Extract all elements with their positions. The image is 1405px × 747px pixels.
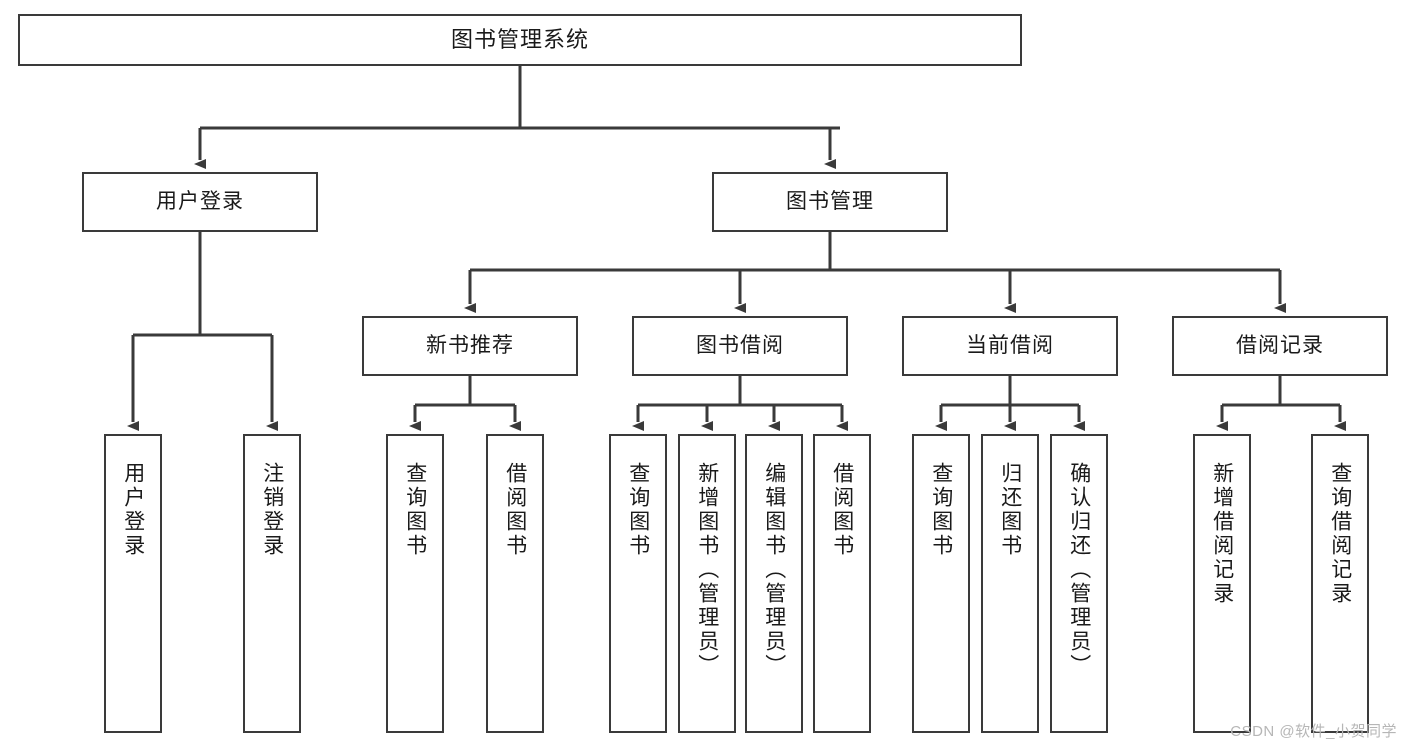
- node-label: 查询图书: [403, 462, 427, 558]
- node-label: 查询图书: [626, 462, 650, 558]
- leaf-borrow-record-add-record[interactable]: 新增借阅记录: [1193, 434, 1251, 733]
- node-label: 查询借阅记录: [1328, 462, 1352, 606]
- leaf-book-borrow-query-book[interactable]: 查询图书: [609, 434, 667, 733]
- node-label: 用户登录: [156, 190, 244, 214]
- node-label: 借阅记录: [1236, 334, 1324, 358]
- node-label: 用户登录: [121, 462, 145, 558]
- node-label: 新增借阅记录: [1210, 462, 1234, 606]
- leaf-current-borrow-query-book[interactable]: 查询图书: [912, 434, 970, 733]
- node-label: 借阅图书: [830, 462, 854, 558]
- node-label: 当前借阅: [966, 334, 1054, 358]
- node-book-borrow[interactable]: 图书借阅: [632, 316, 848, 376]
- leaf-user-login-logout[interactable]: 注销登录: [243, 434, 301, 733]
- node-borrow-record[interactable]: 借阅记录: [1172, 316, 1388, 376]
- watermark: CSDN @软件_小贺同学: [1230, 723, 1397, 740]
- node-user-login[interactable]: 用户登录: [82, 172, 318, 232]
- node-label: 归还图书: [998, 462, 1022, 558]
- leaf-book-borrow-edit-book-admin[interactable]: 编辑图书（管理员）: [745, 434, 803, 733]
- leaf-book-borrow-add-book-admin[interactable]: 新增图书（管理员）: [678, 434, 736, 733]
- leaf-new-book-query-book[interactable]: 查询图书: [386, 434, 444, 733]
- leaf-current-borrow-return-book[interactable]: 归还图书: [981, 434, 1039, 733]
- node-book-management[interactable]: 图书管理: [712, 172, 948, 232]
- node-label: 注销登录: [260, 462, 284, 558]
- leaf-current-borrow-confirm-return-admin[interactable]: 确认归还（管理员）: [1050, 434, 1108, 733]
- node-new-book-recommend[interactable]: 新书推荐: [362, 316, 578, 376]
- node-label: 图书借阅: [696, 334, 784, 358]
- node-label: 图书管理系统: [450, 26, 589, 52]
- node-label: 编辑图书（管理员）: [762, 462, 786, 678]
- leaf-user-login-login[interactable]: 用户登录: [104, 434, 162, 733]
- node-label: 新增图书（管理员）: [695, 462, 719, 678]
- node-label: 借阅图书: [503, 462, 527, 558]
- leaf-borrow-record-query-record[interactable]: 查询借阅记录: [1311, 434, 1369, 733]
- leaf-new-book-borrow-book[interactable]: 借阅图书: [486, 434, 544, 733]
- node-label: 新书推荐: [426, 334, 514, 358]
- node-root-book-management-system[interactable]: 图书管理系统: [18, 14, 1022, 66]
- leaf-book-borrow-borrow-book[interactable]: 借阅图书: [813, 434, 871, 733]
- node-label: 图书管理: [786, 190, 874, 214]
- node-label: 查询图书: [929, 462, 953, 558]
- node-current-borrow[interactable]: 当前借阅: [902, 316, 1118, 376]
- node-label: 确认归还（管理员）: [1067, 462, 1091, 678]
